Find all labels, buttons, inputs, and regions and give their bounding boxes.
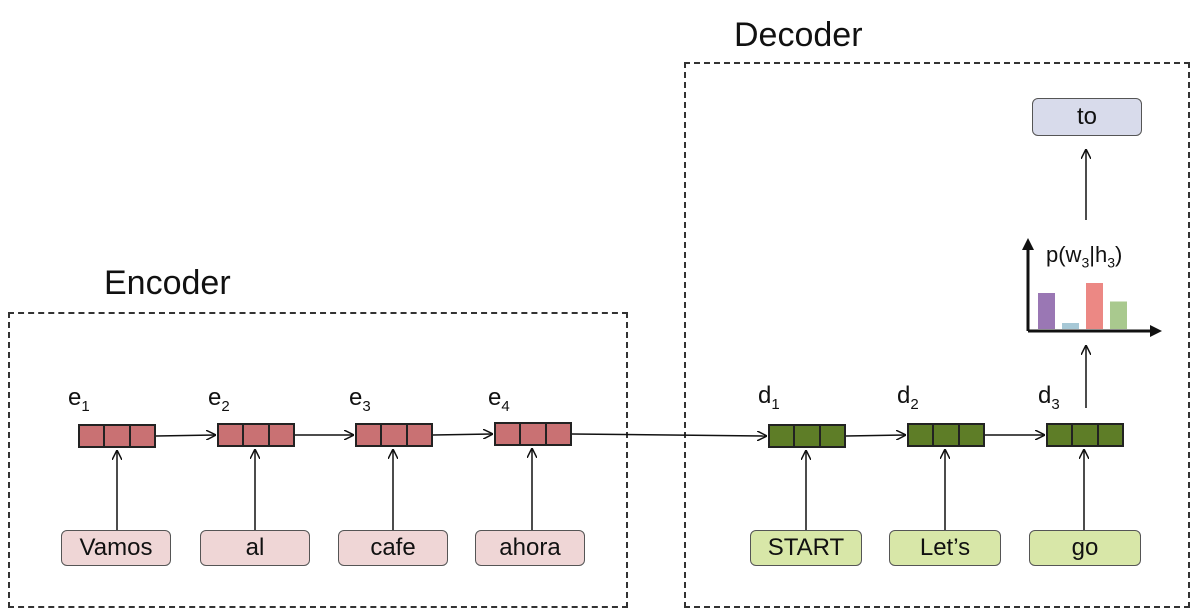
encoder-state-label-4: e4 bbox=[488, 384, 510, 415]
decoder-state-vector-1 bbox=[768, 424, 846, 448]
encoder-state-label-3: e3 bbox=[349, 384, 371, 415]
encoder-state-label-2: e2 bbox=[208, 384, 230, 415]
decoder-state-label-3: d3 bbox=[1038, 382, 1060, 413]
encoder-input-vamos: Vamos bbox=[61, 530, 171, 566]
arrow-d1-d2 bbox=[845, 435, 905, 436]
decoder-state-label-1: d1 bbox=[758, 382, 780, 413]
decoder-state-vector-3 bbox=[1046, 423, 1124, 447]
encoder-state-vector-3 bbox=[355, 423, 433, 447]
decoder-input-start: START bbox=[750, 530, 862, 566]
encoder-state-label-1: e1 bbox=[68, 384, 90, 415]
arrow-e4-d1 bbox=[571, 434, 766, 436]
decoder-state-label-2: d2 bbox=[897, 382, 919, 413]
encoder-state-vector-1 bbox=[78, 424, 156, 448]
encoder-input-ahora: ahora bbox=[475, 530, 585, 566]
decoder-input-lets: Let’s bbox=[889, 530, 1001, 566]
encoder-state-vector-4 bbox=[494, 422, 572, 446]
decoder-input-go: go bbox=[1029, 530, 1141, 566]
decoder-output-to: to bbox=[1032, 98, 1142, 136]
distribution-label: p(w3|h3) bbox=[1046, 242, 1123, 271]
encoder-state-vector-2 bbox=[217, 423, 295, 447]
decoder-state-vector-2 bbox=[907, 423, 985, 447]
decoder-title: Decoder bbox=[734, 16, 863, 54]
encoder-title: Encoder bbox=[104, 264, 231, 302]
encoder-box bbox=[8, 312, 628, 608]
dist-bars bbox=[1038, 283, 1127, 329]
encoder-input-cafe: cafe bbox=[338, 530, 448, 566]
decoder-box bbox=[684, 62, 1190, 608]
dist-bar-4 bbox=[1110, 301, 1127, 329]
dist-bar-2 bbox=[1062, 323, 1079, 329]
arrow-e3-e4 bbox=[432, 434, 492, 435]
encoder-input-al: al bbox=[200, 530, 310, 566]
dist-bar-3 bbox=[1086, 283, 1103, 329]
arrow-e1-e2 bbox=[155, 435, 215, 436]
dist-bar-1 bbox=[1038, 293, 1055, 329]
